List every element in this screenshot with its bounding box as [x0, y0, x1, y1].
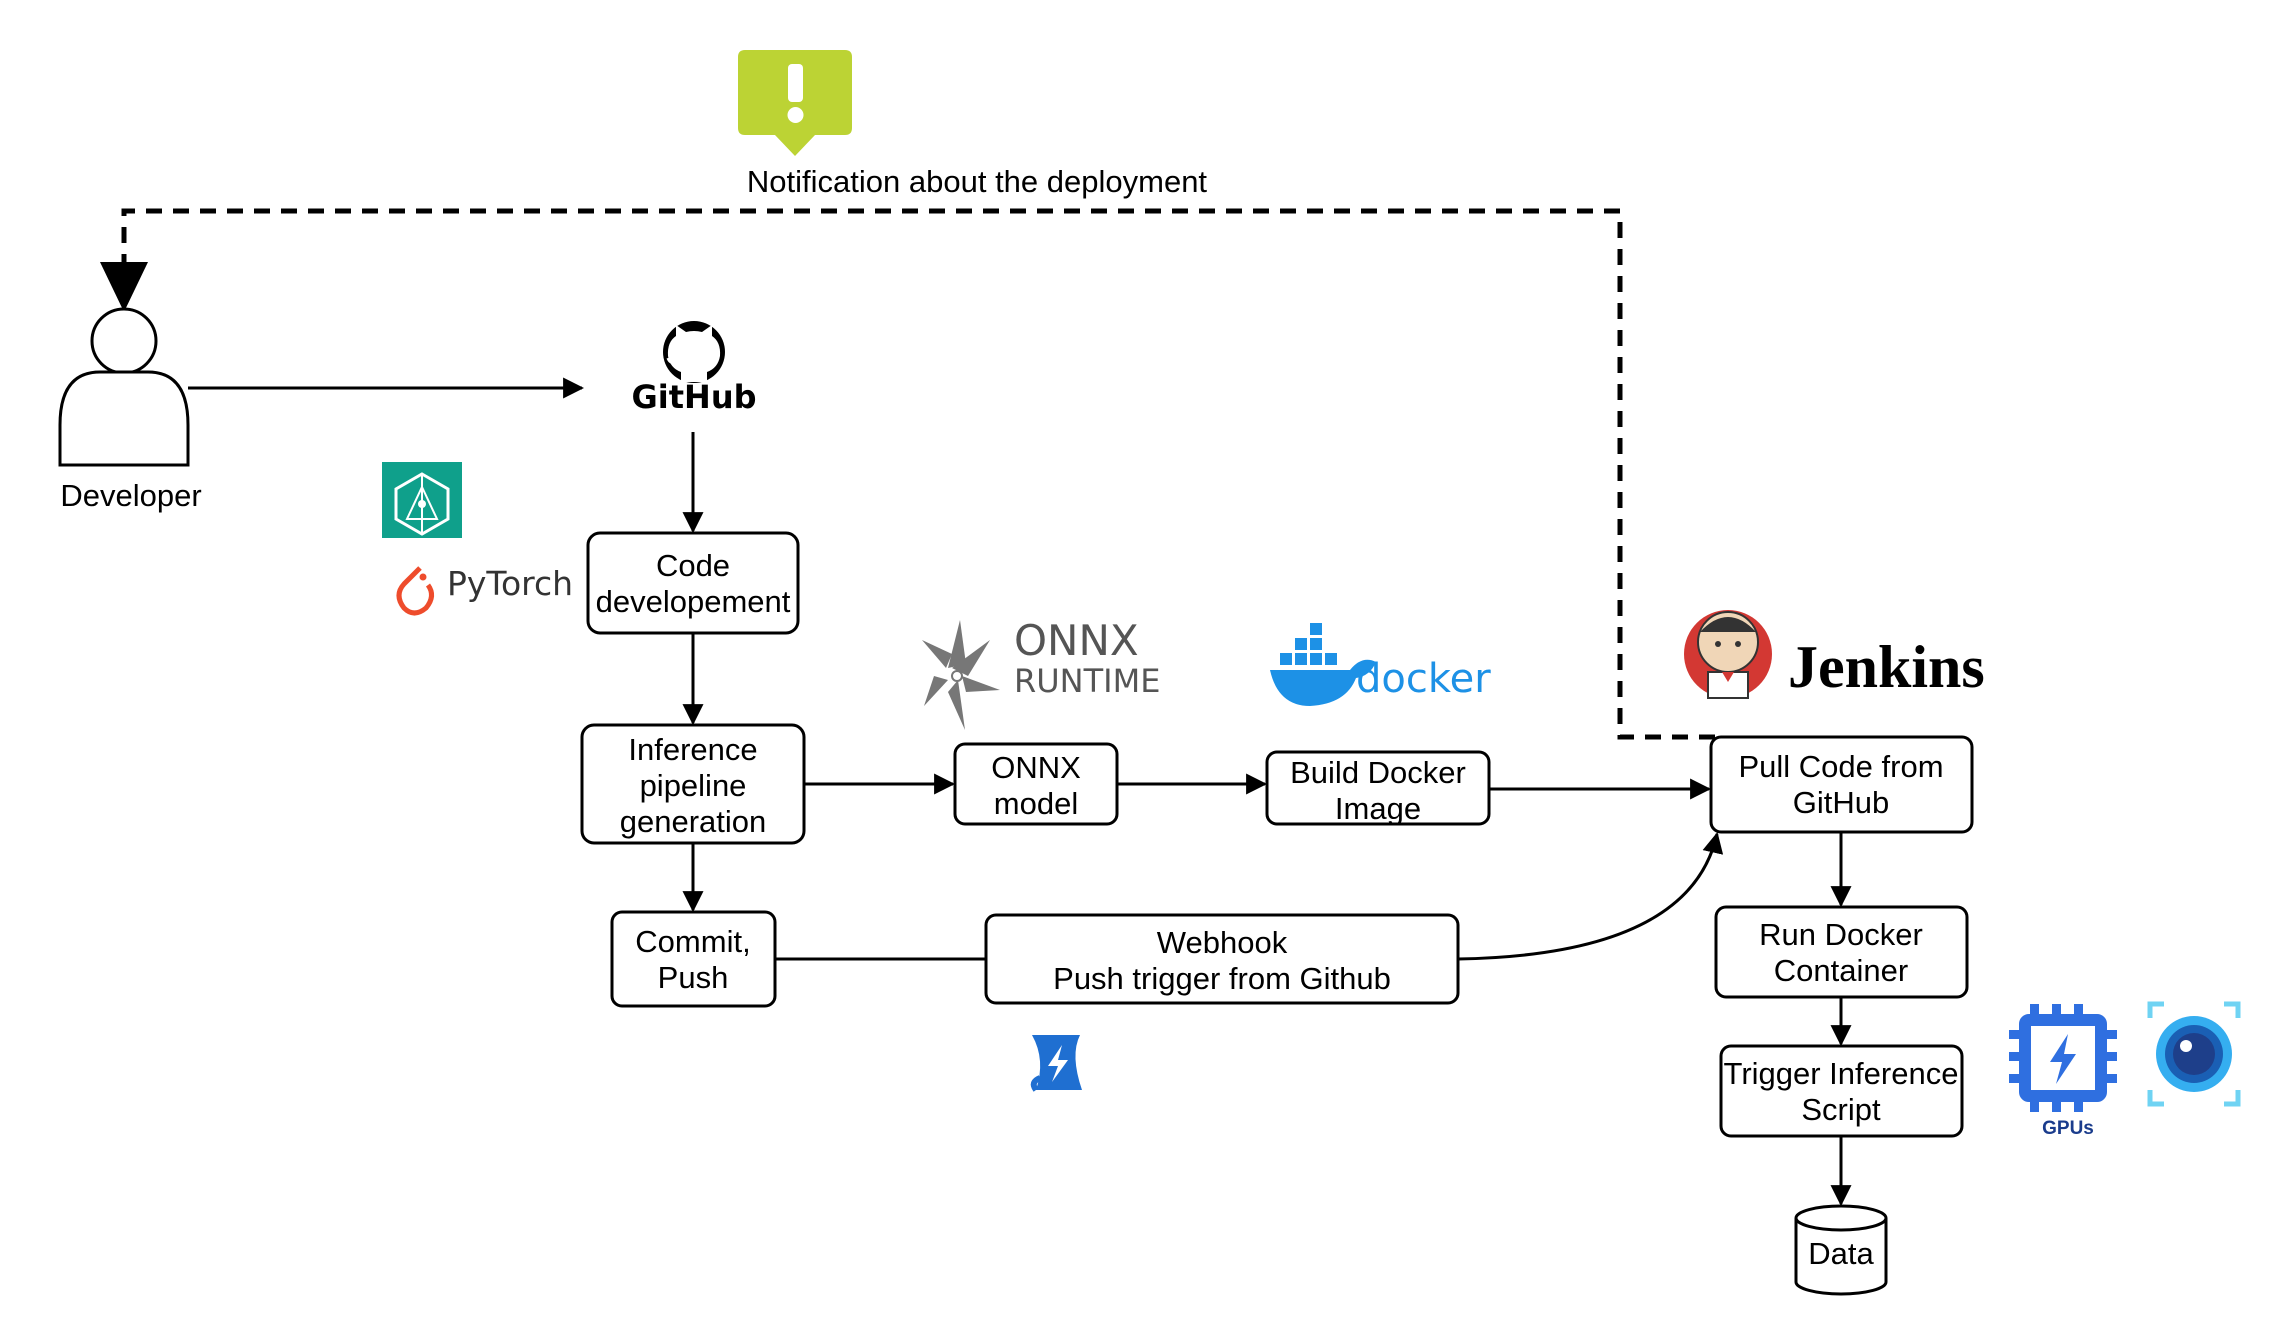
docker-wordmark: docker [1356, 656, 1491, 702]
svg-text:Code: Code [656, 548, 730, 583]
developer-label: Developer [60, 478, 201, 513]
notification-icon [738, 50, 852, 156]
svg-text:Build Docker: Build Docker [1290, 755, 1466, 790]
pytorch-wordmark: PyTorch [447, 564, 573, 603]
svg-text:Run Docker: Run Docker [1759, 917, 1923, 952]
svg-text:model: model [994, 786, 1078, 821]
gpu-chip-icon [2009, 1004, 2117, 1112]
github-wordmark: GitHub [632, 378, 757, 416]
svg-text:Data: Data [1808, 1236, 1874, 1271]
svg-text:Commit,: Commit, [635, 924, 750, 959]
jenkins-wordmark: Jenkins [1788, 634, 1985, 700]
inference-pipeline-node: Inference pipeline generation [580, 723, 806, 845]
person-icon [58, 307, 190, 467]
connectors [188, 377, 1852, 1207]
svg-text:Pull Code from: Pull Code from [1738, 749, 1943, 784]
svg-text:Trigger Inference: Trigger Inference [1724, 1056, 1959, 1091]
svg-text:ONNX: ONNX [991, 750, 1081, 785]
camera-lens-icon [2147, 1001, 2241, 1107]
github-icon [663, 321, 725, 383]
openvino-badge-icon [382, 462, 462, 538]
svg-text:Webhook: Webhook [1157, 925, 1288, 960]
commit-push-node: Commit, Push [610, 910, 777, 1008]
webhook-node: Webhook Push trigger from Github [984, 913, 1460, 1005]
onnx-runtime-wordmark: RUNTIME [1014, 662, 1160, 700]
notification-arrowhead [100, 262, 148, 312]
run-docker-container-node: Run Docker Container [1714, 905, 1969, 999]
svg-text:Script: Script [1801, 1092, 1881, 1127]
svg-text:pipeline: pipeline [640, 768, 747, 803]
data-store-cylinder: Data [1794, 1204, 1888, 1296]
pull-code-node: Pull Code from GitHub [1709, 735, 1974, 834]
notification-dashed-arrow [121, 208, 1715, 740]
svg-text:Inference: Inference [628, 732, 757, 767]
onnx-wordmark: ONNX [1014, 616, 1139, 665]
code-development-node: Code developement [586, 531, 800, 635]
svg-text:generation: generation [620, 804, 767, 839]
onnx-model-node: ONNX model [953, 742, 1119, 826]
docker-whale-icon [1270, 623, 1376, 706]
pytorch-icon [396, 566, 434, 616]
gpus-label: GPUs [2042, 1118, 2094, 1139]
svg-text:Push: Push [658, 960, 729, 995]
svg-text:developement: developement [596, 584, 791, 619]
svg-text:GitHub: GitHub [1793, 785, 1889, 820]
notification-label: Notification about the deployment [747, 164, 1208, 199]
jenkins-butler-icon [1684, 610, 1772, 699]
azure-functions-icon [1030, 1035, 1082, 1092]
svg-text:Push trigger from Github: Push trigger from Github [1053, 961, 1391, 996]
trigger-inference-node: Trigger Inference Script [1719, 1044, 1964, 1138]
svg-text:Image: Image [1335, 791, 1421, 826]
build-docker-image-node: Build Docker Image [1265, 750, 1491, 826]
svg-text:Container: Container [1774, 953, 1908, 988]
onnx-runtime-icon [922, 620, 1000, 730]
arrow-webhook-to-pull [1457, 831, 1724, 961]
